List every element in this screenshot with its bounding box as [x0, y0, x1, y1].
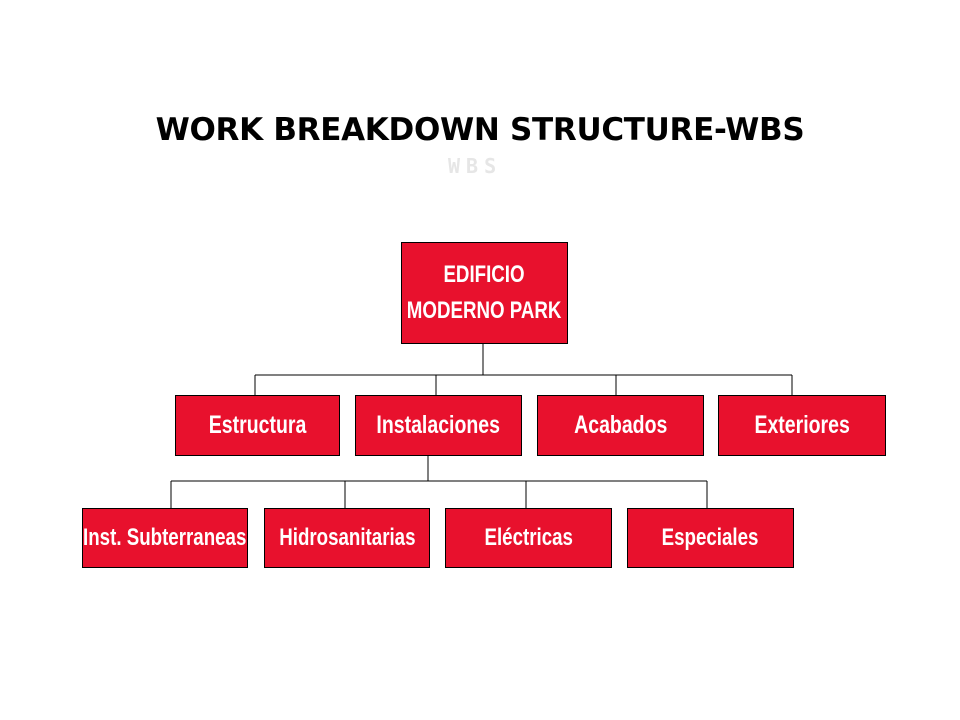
- wbs-node-especiales: Especiales: [627, 508, 794, 568]
- node-label: Especiales: [662, 524, 759, 551]
- wbs-node-electricas: Eléctricas: [445, 508, 612, 568]
- wbs-node-estructura: Estructura: [175, 395, 340, 456]
- wbs-node-instalaciones: Instalaciones: [355, 395, 522, 456]
- root-label-line1: EDIFICIO: [443, 261, 526, 288]
- node-label: Acabados: [573, 411, 668, 439]
- node-label: Instalaciones: [376, 411, 501, 439]
- node-label: Estructura: [208, 411, 307, 439]
- wbs-node-inst-subterraneas: Inst. Subterraneas: [82, 508, 248, 568]
- wbs-node-exteriores: Exteriores: [718, 395, 886, 456]
- root-label-line2: MODERNO PARK: [407, 297, 562, 324]
- node-label: Exteriores: [754, 411, 850, 439]
- node-label: Hidrosanitarias: [278, 524, 416, 551]
- diagram-title: WORK BREAKDOWN STRUCTURE-WBS: [155, 112, 805, 148]
- wbs-node-root: EDIFICIO MODERNO PARK: [401, 242, 568, 344]
- wbs-node-acabados: Acabados: [537, 395, 704, 456]
- node-label: Eléctricas: [484, 524, 573, 551]
- faint-watermark-text: WBS: [448, 154, 503, 178]
- node-label: Inst. Subterraneas: [83, 524, 247, 551]
- wbs-node-hidrosanitarias: Hidrosanitarias: [264, 508, 430, 568]
